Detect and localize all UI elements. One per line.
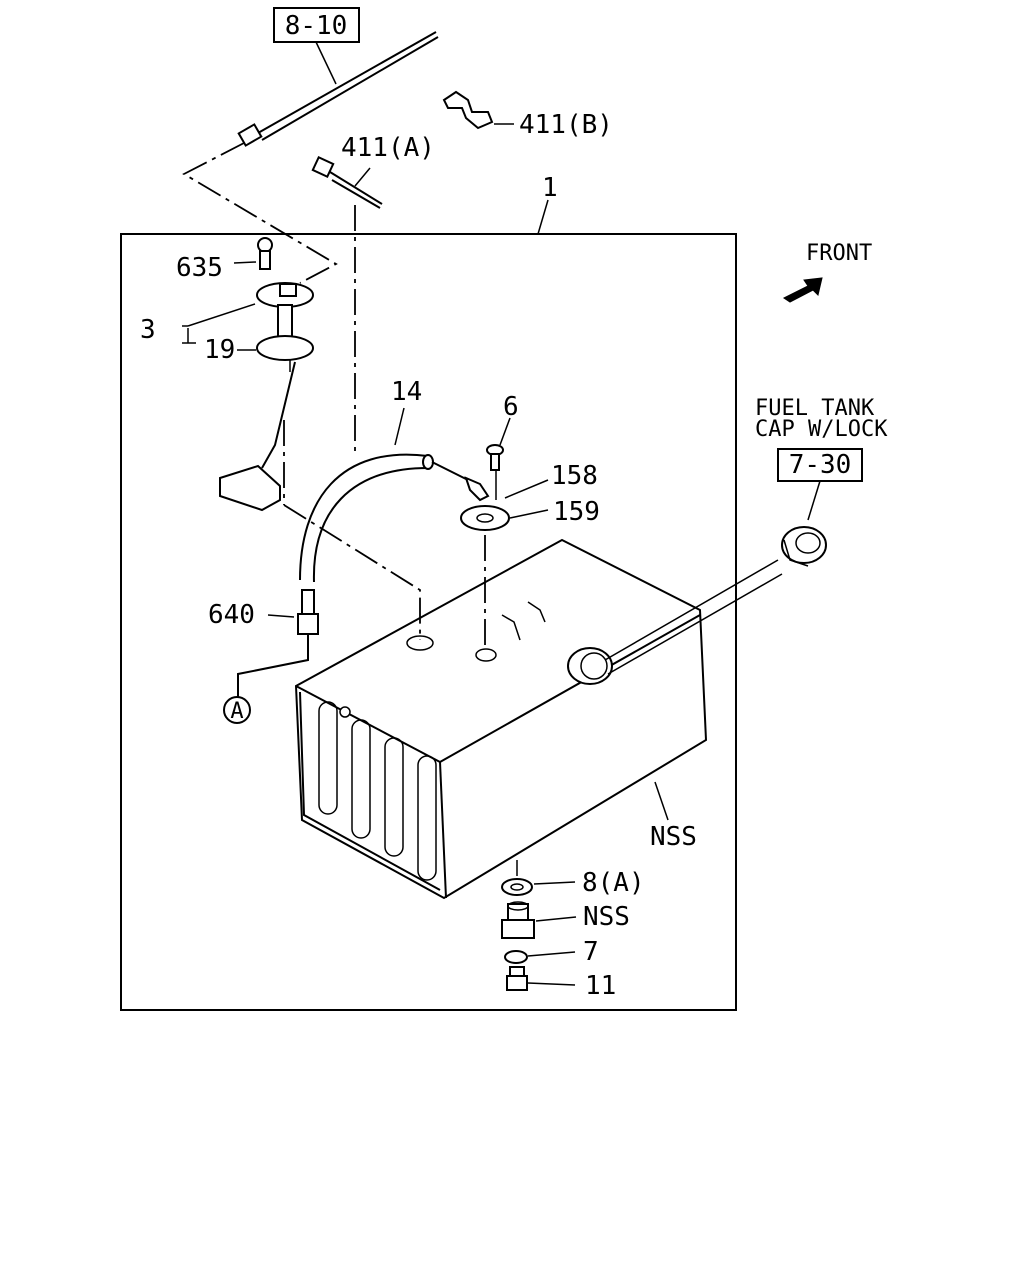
drain-plug-nss: NSS bbox=[501, 901, 630, 939]
assembly-frame bbox=[120, 233, 737, 1011]
label-8a: 8(A) bbox=[582, 868, 645, 898]
filler-neck bbox=[567, 647, 613, 685]
label-11: 11 bbox=[585, 971, 616, 1001]
fuel-hose-14: 14 bbox=[299, 377, 434, 583]
washer-8a: 8(A) bbox=[501, 868, 645, 898]
label-6: 6 bbox=[503, 392, 519, 422]
front-arrow-icon bbox=[783, 277, 823, 303]
reference-7-30[interactable]: 7-30 bbox=[777, 448, 863, 482]
reference-8-10[interactable]: 8-10 bbox=[273, 7, 360, 43]
fuel-tank-cap-note: FUEL TANK CAP W/LOCK bbox=[755, 396, 888, 442]
label-19: 19 bbox=[204, 335, 235, 365]
label-159: 159 bbox=[553, 497, 600, 527]
vent-elbow-158: 158 bbox=[431, 461, 598, 502]
label-3: 3 bbox=[140, 315, 156, 345]
screw-635: 635 bbox=[176, 237, 273, 283]
fuel-tank-cap bbox=[781, 526, 827, 567]
bolt-6: 6 bbox=[486, 392, 519, 471]
label-411b: 411(B) bbox=[519, 110, 613, 140]
circle-a-label: A bbox=[230, 699, 243, 724]
fuel-sender-unit-3: 3 19 bbox=[140, 282, 314, 512]
fuel-tank-body: NSS bbox=[294, 538, 708, 900]
cap-note-line2: CAP W/LOCK bbox=[755, 417, 888, 442]
connector-640: 640 bbox=[208, 589, 319, 698]
circle-a-marker: A bbox=[223, 696, 251, 724]
plug-11: 11 bbox=[506, 966, 616, 1001]
label-158: 158 bbox=[551, 461, 598, 491]
label-640: 640 bbox=[208, 600, 255, 630]
washer-7: 7 bbox=[504, 937, 599, 967]
front-label: FRONT bbox=[806, 241, 872, 266]
label-nss-plug: NSS bbox=[583, 902, 630, 932]
label-635: 635 bbox=[176, 253, 223, 283]
gasket-159: 159 bbox=[460, 497, 600, 531]
bracket-clip-411b: 411(B) bbox=[442, 90, 613, 140]
reference-7-30-label: 7-30 bbox=[789, 450, 852, 480]
front-direction-indicator: FRONT bbox=[783, 241, 872, 303]
label-nss-tank: NSS bbox=[650, 822, 697, 852]
cable-tie-411a: 411(A) bbox=[311, 133, 435, 209]
label-7: 7 bbox=[583, 937, 599, 967]
wire-harness bbox=[237, 31, 439, 147]
label-1: 1 bbox=[542, 173, 558, 203]
label-14: 14 bbox=[391, 377, 422, 407]
cap-note-line1: FUEL TANK bbox=[755, 396, 875, 421]
reference-8-10-label: 8-10 bbox=[285, 11, 348, 41]
label-411a: 411(A) bbox=[341, 133, 435, 163]
